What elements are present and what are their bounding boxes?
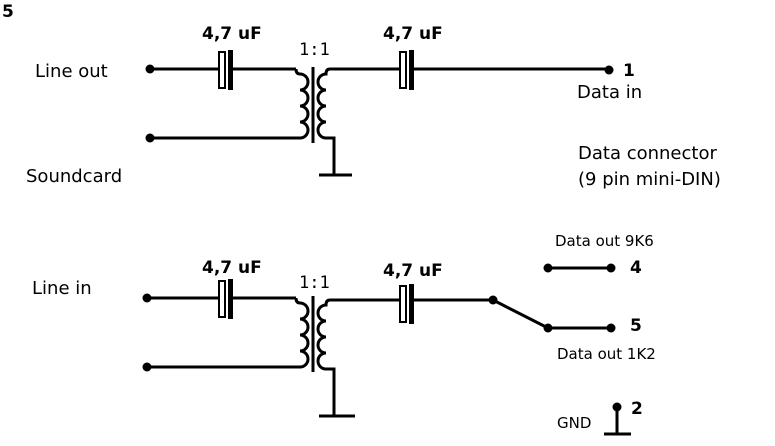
bottom-primary-coil xyxy=(147,297,310,369)
top-capacitor-right xyxy=(399,50,414,90)
bottom-capacitor-left xyxy=(218,279,233,319)
pin-5-terminal xyxy=(606,323,616,333)
pin-2-number: 2 xyxy=(631,399,643,419)
top-pin-1-number: 1 xyxy=(623,61,635,81)
pin-4-label: Data out 9K6 xyxy=(555,232,654,250)
top-cap-right-label: 4,7 uF xyxy=(383,24,443,44)
switch-lever xyxy=(492,298,549,330)
top-capacitor-left xyxy=(218,50,233,90)
connector-title-line2: (9 pin mini-DIN) xyxy=(578,169,721,190)
pin-5-number: 5 xyxy=(630,316,642,336)
bottom-secondary-coil xyxy=(316,298,400,415)
bottom-circuit: Line in 4,7 uF 1:1 4,7 uF Data out 9K6 4 xyxy=(32,232,656,436)
bottom-cap-left-label: 4,7 uF xyxy=(202,258,262,278)
bottom-capacitor-right xyxy=(399,284,414,324)
connector-title: Data connector (9 pin mini-DIN) xyxy=(578,143,721,190)
top-transformer-ratio: 1:1 xyxy=(299,40,330,60)
top-pin-1-terminal xyxy=(604,65,614,75)
top-primary-coil xyxy=(150,68,310,140)
pin-4-terminal xyxy=(606,263,616,273)
top-pin-1-label: Data in xyxy=(577,82,642,103)
top-circuit: Line out Soundcard 4,7 uF 1:1 4,7 uF 1 xyxy=(26,24,642,187)
pin-5-label: Data out 1K2 xyxy=(557,345,656,363)
top-cap-left-label: 4,7 uF xyxy=(202,24,262,44)
figure-number: 5 xyxy=(2,2,14,22)
gnd-label: GND xyxy=(557,414,591,432)
top-secondary-coil xyxy=(316,67,400,174)
bottom-transformer-ratio: 1:1 xyxy=(299,273,330,293)
connector-title-line1: Data connector xyxy=(578,143,717,164)
pin-4-number: 4 xyxy=(630,258,642,278)
bottom-input-label: Line in xyxy=(32,278,92,299)
top-input-label: Line out xyxy=(35,61,108,82)
bottom-cap-right-label: 4,7 uF xyxy=(383,261,443,281)
top-device-label: Soundcard xyxy=(26,166,122,187)
